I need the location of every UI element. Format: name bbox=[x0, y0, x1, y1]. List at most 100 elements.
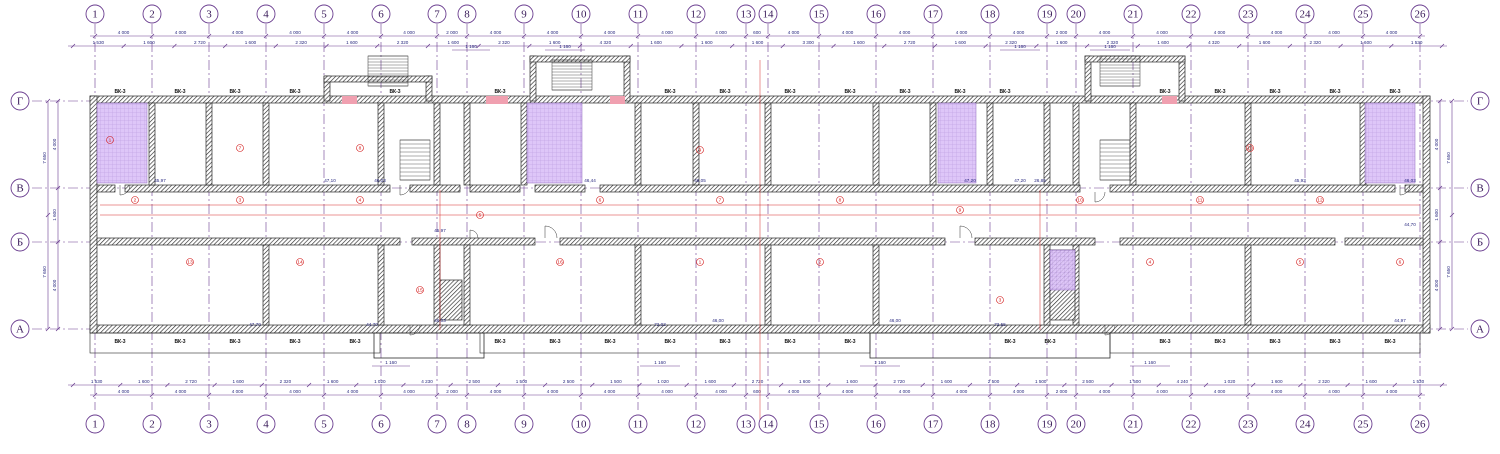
dim-top-outer-label: 1 600 bbox=[1157, 40, 1169, 45]
corridor-wall-north bbox=[124, 184, 391, 193]
dim-right-axes-tick bbox=[1437, 185, 1443, 191]
dim-top-outer-label: 1 600 bbox=[1056, 40, 1068, 45]
dim-top-outer-tick bbox=[780, 43, 786, 49]
dim-top-outer-label: 1 600 bbox=[448, 40, 460, 45]
dim-bottom-outer-label: 2 500 bbox=[988, 379, 1000, 384]
dim-left-axes-label: 4 000 bbox=[52, 138, 57, 150]
lintel-label-top: ВК-3 bbox=[1214, 89, 1225, 95]
dim-bottom-inner-label: 4 000 bbox=[1214, 389, 1226, 394]
dim-top-inner-label: 4 000 bbox=[788, 30, 800, 35]
dim-bottom-outer-tick bbox=[1062, 382, 1067, 388]
dim-bottom-outer-tick bbox=[873, 382, 878, 388]
partition-wall bbox=[764, 244, 772, 326]
room-area: 72,03 bbox=[654, 322, 666, 327]
axis-label-col: 4 bbox=[263, 9, 269, 21]
axis-bubble-col bbox=[1037, 414, 1057, 434]
dim-left-axes-tick bbox=[55, 185, 61, 191]
axis-bubble-col bbox=[628, 4, 648, 24]
dim-bottom-inner-tick bbox=[1188, 392, 1194, 398]
dim-top-inner-label: 2 000 bbox=[1056, 30, 1068, 35]
dim-bottom-inner-tick bbox=[635, 392, 641, 398]
room-area: 47,20 bbox=[964, 178, 976, 183]
dim-bottom-outer-tick bbox=[1250, 382, 1256, 388]
axis-bubble-col bbox=[866, 4, 886, 24]
dim-bottom-inner-label: 2 000 bbox=[1056, 389, 1068, 394]
partition-wall bbox=[520, 102, 528, 186]
room-mark-number: 16 bbox=[557, 260, 563, 266]
dim-bottom-outer-label: 4 230 bbox=[421, 379, 433, 384]
dim-bottom-outer-label: 1 600 bbox=[846, 379, 858, 384]
axis-bubble-col bbox=[1123, 4, 1143, 24]
dim-top-outer-label: 2 320 bbox=[1309, 40, 1321, 45]
axis-bubble-col bbox=[1295, 414, 1315, 434]
room-mark-number: 3 bbox=[239, 198, 242, 204]
room-mark-number: 5 bbox=[1299, 260, 1302, 266]
dim-top-inner-tick bbox=[378, 33, 384, 39]
corridor-wall-south bbox=[974, 237, 1096, 246]
axis-bubble-col bbox=[256, 414, 276, 434]
room-mark bbox=[1196, 196, 1204, 204]
dim-top-inner-label: 2 000 bbox=[446, 30, 458, 35]
dim-bottom-extra-label: 1 160 bbox=[654, 360, 666, 365]
dim-top-inner-tick bbox=[1130, 33, 1136, 39]
dim-bottom-inner-label: 4 000 bbox=[661, 389, 673, 394]
room-area: 46,03 bbox=[374, 178, 386, 183]
axis-bubble-col bbox=[1353, 4, 1373, 24]
room-mark-number: 4 bbox=[1149, 260, 1152, 266]
dim-bottom-extra-label: 1 160 bbox=[1144, 360, 1156, 365]
room-area: 47,10 bbox=[324, 178, 336, 183]
axis-label-col: 8 bbox=[464, 419, 470, 431]
accent-cell bbox=[486, 96, 508, 104]
dim-top-outer-tick bbox=[1338, 43, 1343, 49]
room-mark bbox=[1396, 258, 1404, 266]
axis-bubble-col bbox=[371, 414, 391, 434]
axis-bubble-col bbox=[758, 4, 778, 24]
dim-bottom-inner-label: 600 bbox=[753, 389, 761, 394]
room-mark-number: 6 bbox=[1399, 260, 1402, 266]
dim-top-inner-tick bbox=[1302, 33, 1308, 39]
dim-bottom-inner-tick bbox=[765, 392, 771, 398]
blind-area bbox=[89, 332, 381, 354]
room-mark bbox=[236, 144, 244, 152]
dim-bottom-outer-tick bbox=[1109, 382, 1114, 388]
dim-top-outer-label: 1 600 bbox=[701, 40, 713, 45]
partition-wall bbox=[148, 102, 156, 186]
axis-label-col: 3 bbox=[206, 419, 212, 431]
lintel-label-bottom: ВК-3 bbox=[1159, 339, 1170, 345]
dim-top-outer-tick bbox=[172, 43, 177, 49]
room-area: 46,00 bbox=[889, 318, 901, 323]
dim-top-outer-tick bbox=[729, 43, 735, 49]
dim-top-outer-tick bbox=[1135, 43, 1141, 49]
partition-wall bbox=[634, 102, 642, 186]
axis-bubble-row bbox=[1470, 91, 1490, 111]
room-mark bbox=[106, 136, 114, 144]
lintel-label-bottom: ВК-3 bbox=[1044, 339, 1055, 345]
dim-bottom-outer-label: 2 720 bbox=[185, 379, 197, 384]
axis-label-row: А bbox=[1476, 324, 1484, 336]
axis-bubble-row bbox=[10, 91, 30, 111]
sanitary-zone bbox=[96, 102, 148, 184]
dim-bottom-inner-label: 4 000 bbox=[175, 389, 187, 394]
dim-top-outer-tick bbox=[121, 43, 126, 49]
dim-bottom-inner-tick bbox=[1044, 392, 1050, 398]
dim-top-outer-tick bbox=[881, 43, 887, 49]
stair-flight-frame bbox=[399, 139, 431, 181]
lintel-label-top: ВК-3 bbox=[289, 89, 300, 95]
axis-label-col: 23 bbox=[1243, 9, 1255, 21]
partition-wall bbox=[1129, 102, 1137, 186]
room-area: 45,93 bbox=[1294, 178, 1306, 183]
dim-top-inner-tick bbox=[1360, 33, 1366, 39]
dim-bottom-inner-tick bbox=[321, 392, 327, 398]
axis-bubble-col bbox=[686, 414, 706, 434]
dim-top-outer-label: 2 320 bbox=[498, 40, 510, 45]
partition-wall bbox=[433, 244, 441, 326]
lintel-label-bottom: ВК-3 bbox=[289, 339, 300, 345]
dim-top-inner-tick bbox=[1417, 33, 1423, 39]
dim-bottom-outer-label: 4 240 bbox=[1177, 379, 1189, 384]
shaft-wall bbox=[439, 279, 463, 321]
dim-bottom-inner-label: 4 000 bbox=[1271, 389, 1283, 394]
axis-bubble-col bbox=[1410, 414, 1430, 434]
corridor-wall-south bbox=[96, 237, 401, 246]
dim-top-outer-label: 4 320 bbox=[600, 40, 612, 45]
lintel-label-bottom: ВК-3 bbox=[1004, 339, 1015, 345]
